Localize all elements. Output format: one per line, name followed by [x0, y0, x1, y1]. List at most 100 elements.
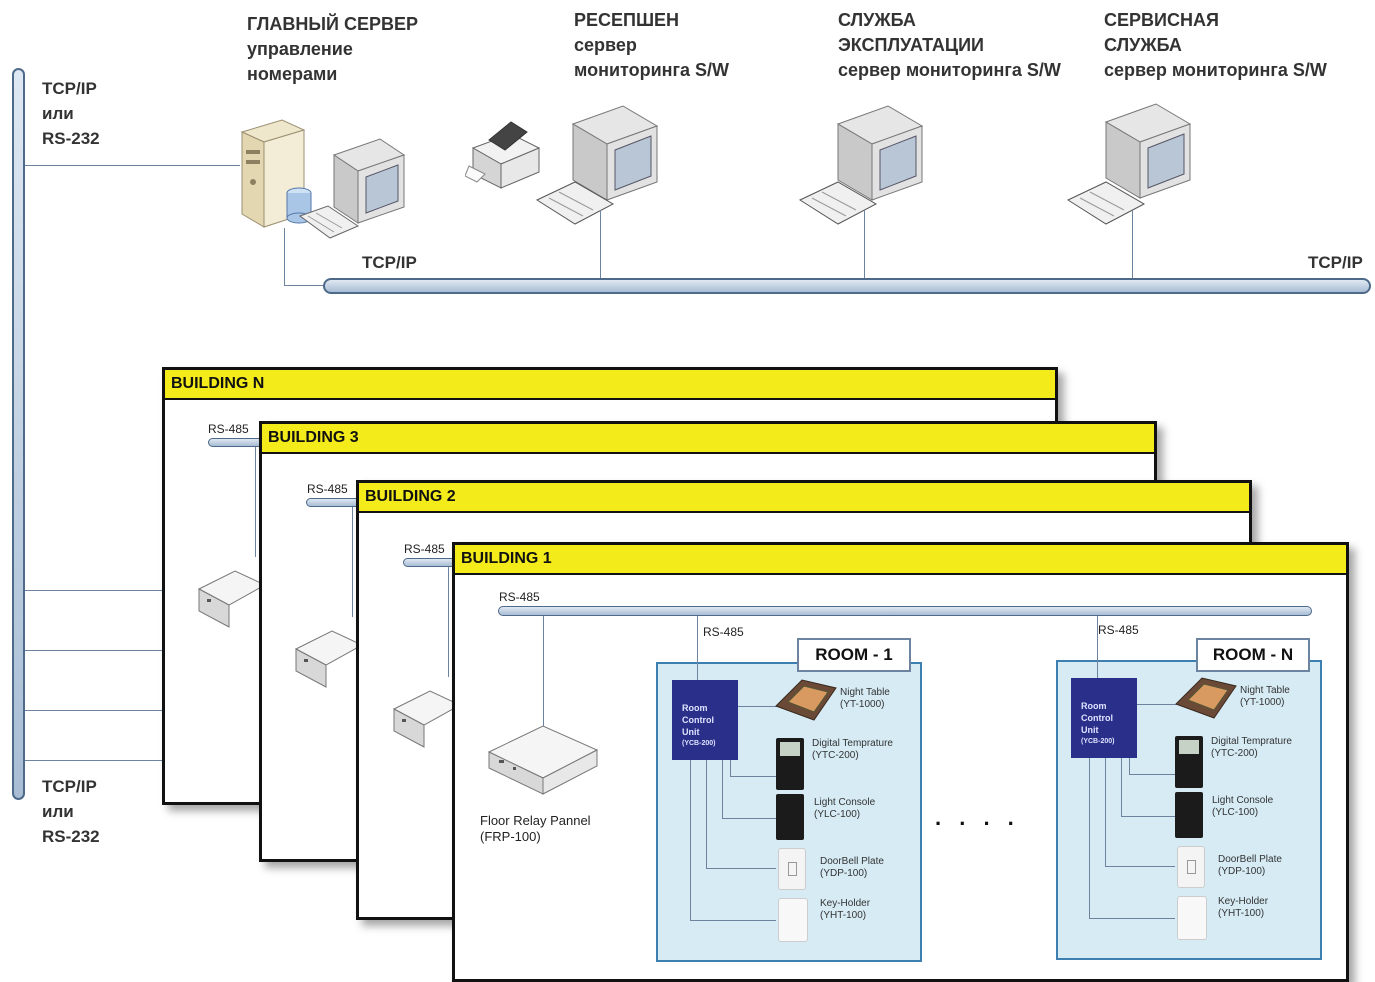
device-label: Digital Temprature (YTC-200) [1211, 736, 1292, 760]
device-label: Digital Temprature (YTC-200) [812, 738, 893, 762]
database-icon [286, 187, 312, 224]
night-table-icon [1175, 677, 1237, 719]
left-vertical-bus [12, 68, 25, 800]
label-line: (FRP-100) [480, 829, 541, 844]
label-line: (YLC-100) [1212, 807, 1259, 818]
label-line: DoorBell Plate [1218, 854, 1282, 865]
connector-line [25, 590, 205, 591]
device-label: Key-Holder (YHT-100) [1218, 896, 1268, 920]
label-line: TCP/IP [42, 777, 97, 796]
label-line: (YDP-100) [820, 868, 868, 879]
connector-line [738, 706, 780, 707]
label-line: Unit [1081, 725, 1099, 735]
device-label: DoorBell Plate (YDP-100) [820, 856, 884, 880]
monitor-icon [332, 138, 406, 224]
relay-box-icon [392, 690, 460, 748]
label-line: Unit [682, 727, 700, 737]
connector-line [448, 567, 449, 677]
connector-line [1089, 758, 1090, 918]
thermostat-icon [776, 738, 804, 790]
rs485-label: RS-485 [404, 542, 445, 556]
label-line: RS-232 [42, 129, 100, 148]
label-line: Light Console [1212, 795, 1274, 806]
label-line: Light Console [814, 797, 876, 808]
monitor-icon [571, 105, 659, 201]
label-line: Control [682, 715, 714, 725]
label-line: или [42, 802, 74, 821]
label-line: Room [1081, 701, 1107, 711]
service-label: СЕРВИСНАЯ СЛУЖБА сервер мониторинга S/W [1104, 8, 1327, 83]
light-console-icon [776, 794, 804, 840]
keyboard-icon [798, 181, 878, 225]
label-line: номерами [247, 64, 338, 84]
left-bus-top-label: TCP/IP или RS-232 [42, 76, 100, 151]
connector-line [1089, 918, 1175, 919]
connector-line [730, 760, 731, 776]
doorbell-icon [778, 848, 806, 890]
doorbell-icon [1177, 846, 1205, 888]
connector-line [722, 760, 723, 818]
connector-line [1105, 758, 1106, 866]
printer-icon [465, 121, 541, 189]
connector-line [352, 507, 353, 617]
connector-line [1121, 758, 1122, 816]
thermostat-screen [780, 742, 800, 756]
label-line: сервер мониторинга S/W [1104, 60, 1327, 80]
label-line: (YHT-100) [820, 910, 867, 921]
doorbell-button [788, 862, 797, 876]
connector-line [255, 447, 256, 557]
label-line: (YCB-200) [682, 740, 716, 747]
connector-line [722, 818, 776, 819]
label-line: (YDP-100) [1218, 866, 1266, 877]
night-table-icon [775, 679, 837, 721]
floor-relay-label: Floor Relay Pannel (FRP-100) [480, 813, 591, 845]
connector-line [1097, 616, 1098, 678]
label-line: Room [682, 703, 708, 713]
ellipsis: . . . . [935, 805, 1020, 830]
connector-line [1129, 774, 1175, 775]
label-line: Key-Holder [1218, 896, 1269, 907]
keyboard-icon [1066, 181, 1146, 225]
label-line: (YT-1000) [1240, 697, 1285, 708]
label-line: (YCB-200) [1081, 738, 1115, 745]
connector-line [543, 616, 544, 726]
connector-line [706, 760, 707, 868]
connector-line [1132, 210, 1133, 278]
doorbell-button [1187, 860, 1196, 874]
label-line: СЛУЖБА [1104, 35, 1182, 55]
label-line: Floor Relay Pannel [480, 813, 591, 828]
label-line: сервер [574, 35, 637, 55]
device-label: Light Console (YLC-100) [814, 797, 875, 821]
label-line: ЭКСПЛУАТАЦИИ [838, 35, 984, 55]
left-bus-bottom-label: TCP/IP или RS-232 [42, 774, 100, 849]
label-line: СЕРВИСНАЯ [1104, 10, 1219, 30]
server-tower-icon [240, 119, 306, 228]
tcpip-bus-label-right: TCP/IP [1308, 253, 1363, 272]
label-line: RS-232 [42, 827, 100, 846]
label-line: управление [247, 39, 353, 59]
building-title: BUILDING N [165, 370, 1055, 400]
room-control-unit: Room Control Unit (YCB-200) [1071, 678, 1137, 758]
top-tcpip-bus [323, 278, 1371, 294]
building-title: BUILDING 3 [262, 424, 1154, 454]
rs485-label: RS-485 [703, 625, 744, 639]
room-n-title: ROOM - N [1196, 638, 1310, 672]
label-line: Digital Temprature [1211, 736, 1292, 747]
label-line: Night Table [1240, 685, 1290, 696]
tcpip-bus-label-left: TCP/IP [362, 253, 417, 272]
device-label: Night Table (YT-1000) [1240, 685, 1290, 709]
label-line: (YHT-100) [1218, 908, 1265, 919]
connector-line [284, 285, 326, 286]
device-label: DoorBell Plate (YDP-100) [1218, 854, 1282, 878]
relay-box-icon [197, 570, 265, 628]
label-line: (YLC-100) [814, 809, 861, 820]
connector-line [1105, 866, 1175, 867]
connector-line [690, 760, 691, 920]
label-line: (YT-1000) [840, 699, 885, 710]
label-line: или [42, 104, 74, 123]
monitor-icon [836, 105, 924, 201]
rs485-label: RS-485 [307, 482, 348, 496]
label-line: ГЛАВНЫЙ СЕРВЕР [247, 14, 418, 34]
label-line: Key-Holder [820, 898, 871, 909]
device-label: Light Console (YLC-100) [1212, 795, 1273, 819]
